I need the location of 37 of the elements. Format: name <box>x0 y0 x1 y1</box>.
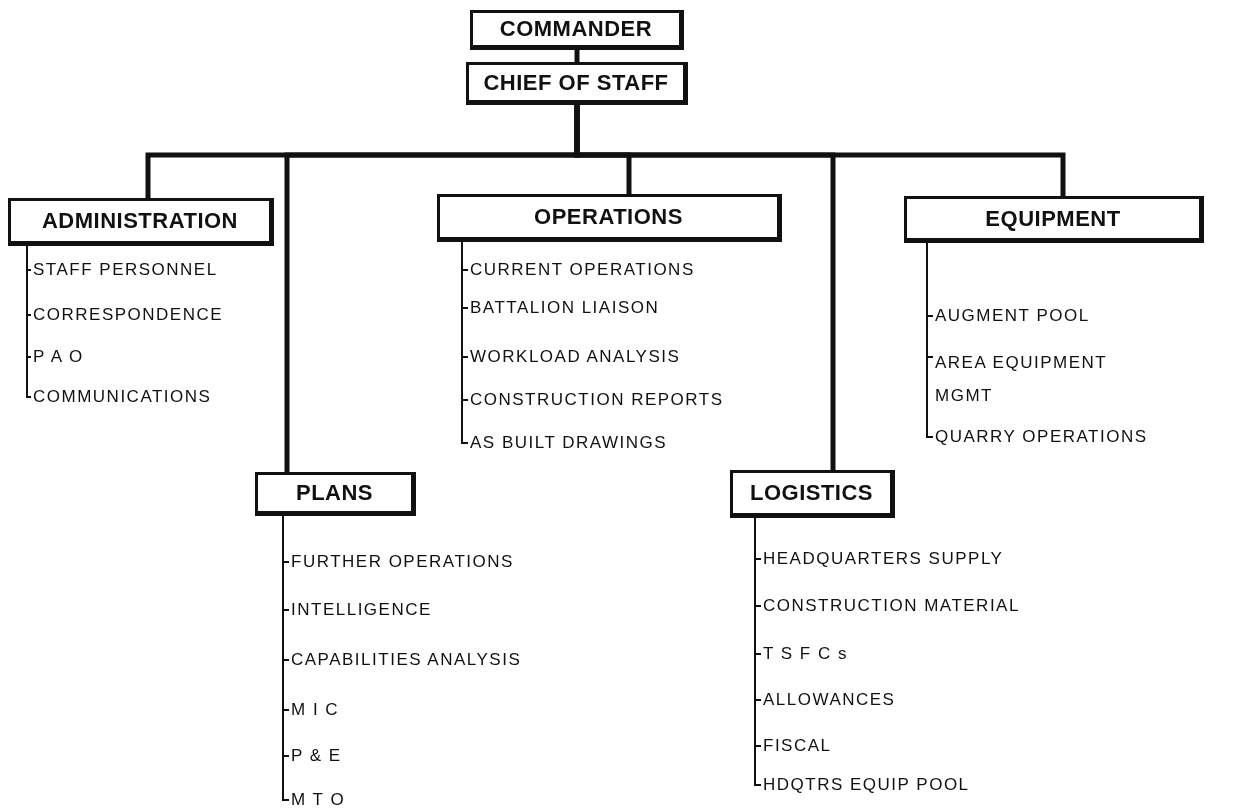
duty-label: P A O <box>33 346 84 368</box>
duty-label: P & E <box>291 745 342 767</box>
duty-label: CAPABILITIES ANALYSIS <box>291 649 522 671</box>
duty-label: CONSTRUCTION REPORTS <box>470 389 724 411</box>
duty-label: CURRENT OPERATIONS <box>470 259 695 281</box>
duty-label: CONSTRUCTION MATERIAL <box>763 595 1020 617</box>
duty-label: T S F C s <box>763 643 848 665</box>
org-box: COMMANDER <box>470 10 684 50</box>
bracket-line <box>926 242 934 438</box>
org-box: PLANS <box>255 472 416 516</box>
bracket-line <box>461 241 469 444</box>
duty-label: AREA EQUIPMENT MGMT <box>935 346 1165 412</box>
duty-label: ALLOWANCES <box>763 689 896 711</box>
bracket-line <box>26 245 32 398</box>
org-box: OPERATIONS <box>437 194 782 242</box>
duty-label: BATTALION LIAISON <box>470 297 660 319</box>
org-box: ADMINISTRATION <box>8 198 274 246</box>
org-connector <box>574 50 580 62</box>
org-connector <box>574 105 1066 196</box>
duty-label: HDQTRS EQUIP POOL <box>763 774 970 796</box>
org-box: EQUIPMENT <box>904 196 1204 243</box>
duty-label: COMMUNICATIONS <box>33 386 212 408</box>
bracket-line <box>282 515 290 801</box>
duty-label: QUARRY OPERATIONS <box>935 426 1148 448</box>
duty-label: CORRESPONDENCE <box>33 304 224 326</box>
duty-label: M T O <box>291 789 346 810</box>
duty-label: AS BUILT DRAWINGS <box>470 432 668 454</box>
org-box: CHIEF OF STAFF <box>466 62 688 105</box>
duty-label: STAFF PERSONNEL <box>33 259 218 281</box>
duty-label: FISCAL <box>763 735 832 757</box>
duty-label: HEADQUARTERS SUPPLY <box>763 548 1004 570</box>
duty-label: M I C <box>291 699 340 721</box>
duty-label: WORKLOAD ANALYSIS <box>470 346 681 368</box>
org-box: LOGISTICS <box>730 470 895 518</box>
duty-label: AUGMENT POOL <box>935 305 1090 327</box>
duty-label: FURTHER OPERATIONS <box>291 551 514 573</box>
duty-label: INTELLIGENCE <box>291 599 432 621</box>
